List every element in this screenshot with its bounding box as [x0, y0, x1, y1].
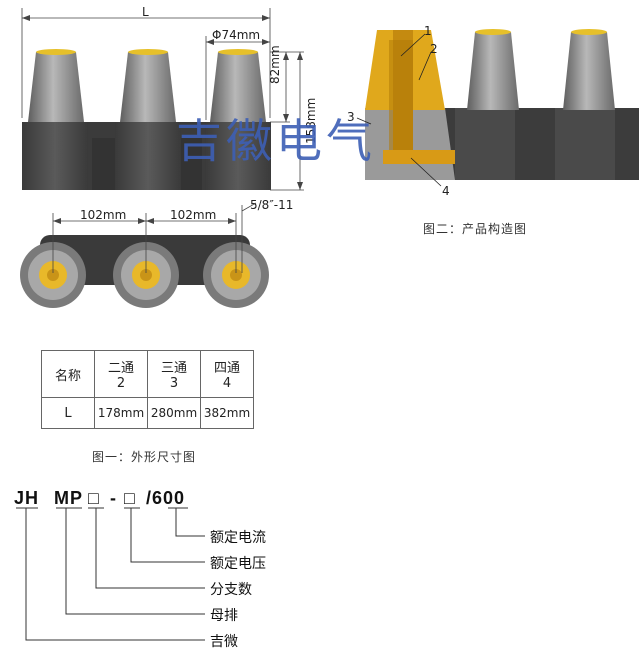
top-port-1	[20, 242, 86, 308]
callout-3: 3	[347, 110, 355, 124]
callout-4: 4	[442, 184, 450, 198]
front-cup-3	[205, 122, 271, 190]
front-cup-1	[22, 122, 88, 190]
callout-1: 1	[424, 24, 432, 38]
table-header-name: 名称	[41, 350, 95, 398]
front-cone-2	[120, 52, 176, 122]
table-row-label: L	[41, 397, 95, 429]
code-part-current: /600	[146, 488, 186, 508]
table-row: L 178mm 280mm 382mm	[41, 397, 254, 429]
figure2-caption: 图二：产品构造图	[423, 222, 528, 236]
code-part-branches: □	[88, 488, 100, 508]
legend-busbar: 母排	[210, 608, 238, 624]
dim-pitch-2-label: 102mm	[170, 208, 217, 222]
table-cell: 178mm	[94, 397, 148, 429]
top-view-drawing	[20, 202, 269, 308]
code-part-dash: -	[110, 488, 117, 508]
dim-thread-label: 5/8″-11	[250, 198, 294, 212]
table-cell: 280mm	[147, 397, 201, 429]
watermark: 吉徽电气	[176, 114, 376, 168]
figure1-caption: 图一：外形尺寸图	[92, 450, 197, 464]
table-cell: 382mm	[200, 397, 254, 429]
front-cup-2	[115, 122, 181, 190]
dim-cone-height-label: 82mm	[268, 45, 282, 84]
dim-pitch-1-label: 102mm	[80, 208, 127, 222]
cutaway-drawing	[356, 29, 639, 187]
code-leader-lines	[16, 507, 205, 641]
callout-2: 2	[430, 42, 438, 56]
legend-rated-voltage: 额定电压	[210, 556, 266, 572]
legend-rated-current: 额定电流	[210, 530, 266, 546]
code-part-mp: MP	[54, 488, 83, 508]
code-part-jh: JH	[14, 488, 40, 508]
code-part-voltage: □	[124, 488, 136, 508]
front-cone-1	[28, 52, 84, 122]
top-port-3	[203, 242, 269, 308]
legend-branch-count: 分支数	[210, 582, 252, 598]
legend-brand: 吉微	[210, 634, 238, 650]
front-view-drawing	[21, 8, 304, 191]
top-port-2	[113, 242, 179, 308]
dim-diameter-label: Φ74mm	[212, 28, 261, 42]
dim-length-label: L	[142, 5, 149, 19]
front-cone-3	[210, 52, 266, 122]
